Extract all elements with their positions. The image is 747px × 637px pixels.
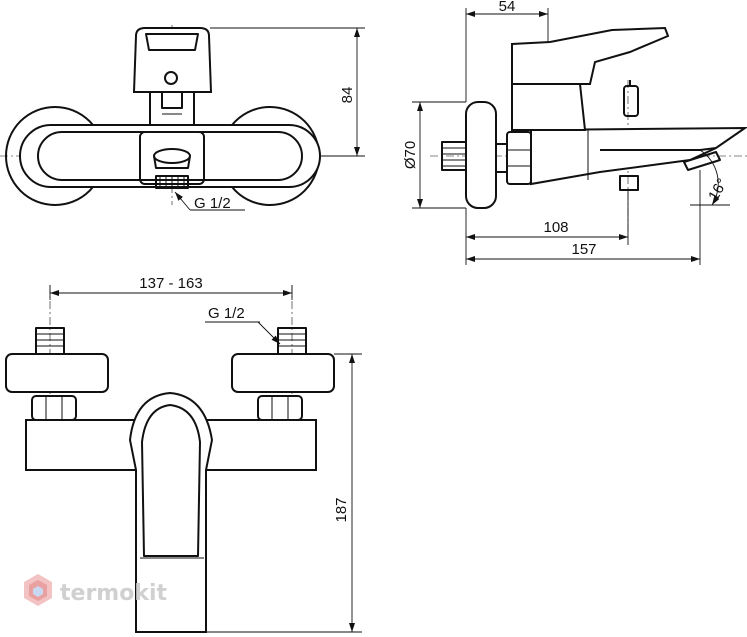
front-thread-label: G 1/2 xyxy=(194,195,231,212)
side-projection-label: 54 xyxy=(499,0,516,15)
front-height-label: 84 xyxy=(339,87,356,104)
plan-height-label: 187 xyxy=(333,497,350,522)
side-view: 54 Ø70 16° 108 157 xyxy=(402,0,747,265)
side-angle-label: 16° xyxy=(705,176,731,204)
side-total-length-label: 157 xyxy=(571,241,596,258)
plan-view: 137 - 163 G 1/2 187 xyxy=(5,275,362,633)
side-inlet-offset-label: 108 xyxy=(543,219,568,236)
side-diameter-label: Ø70 xyxy=(402,141,419,169)
watermark-text: termokit xyxy=(60,581,167,606)
plan-thread-label: G 1/2 xyxy=(208,305,245,322)
termokit-logo-icon xyxy=(24,574,52,606)
front-view: G 1/2 84 xyxy=(0,25,365,212)
watermark: termokit xyxy=(24,574,167,606)
plan-centers-label: 137 - 163 xyxy=(139,275,202,292)
